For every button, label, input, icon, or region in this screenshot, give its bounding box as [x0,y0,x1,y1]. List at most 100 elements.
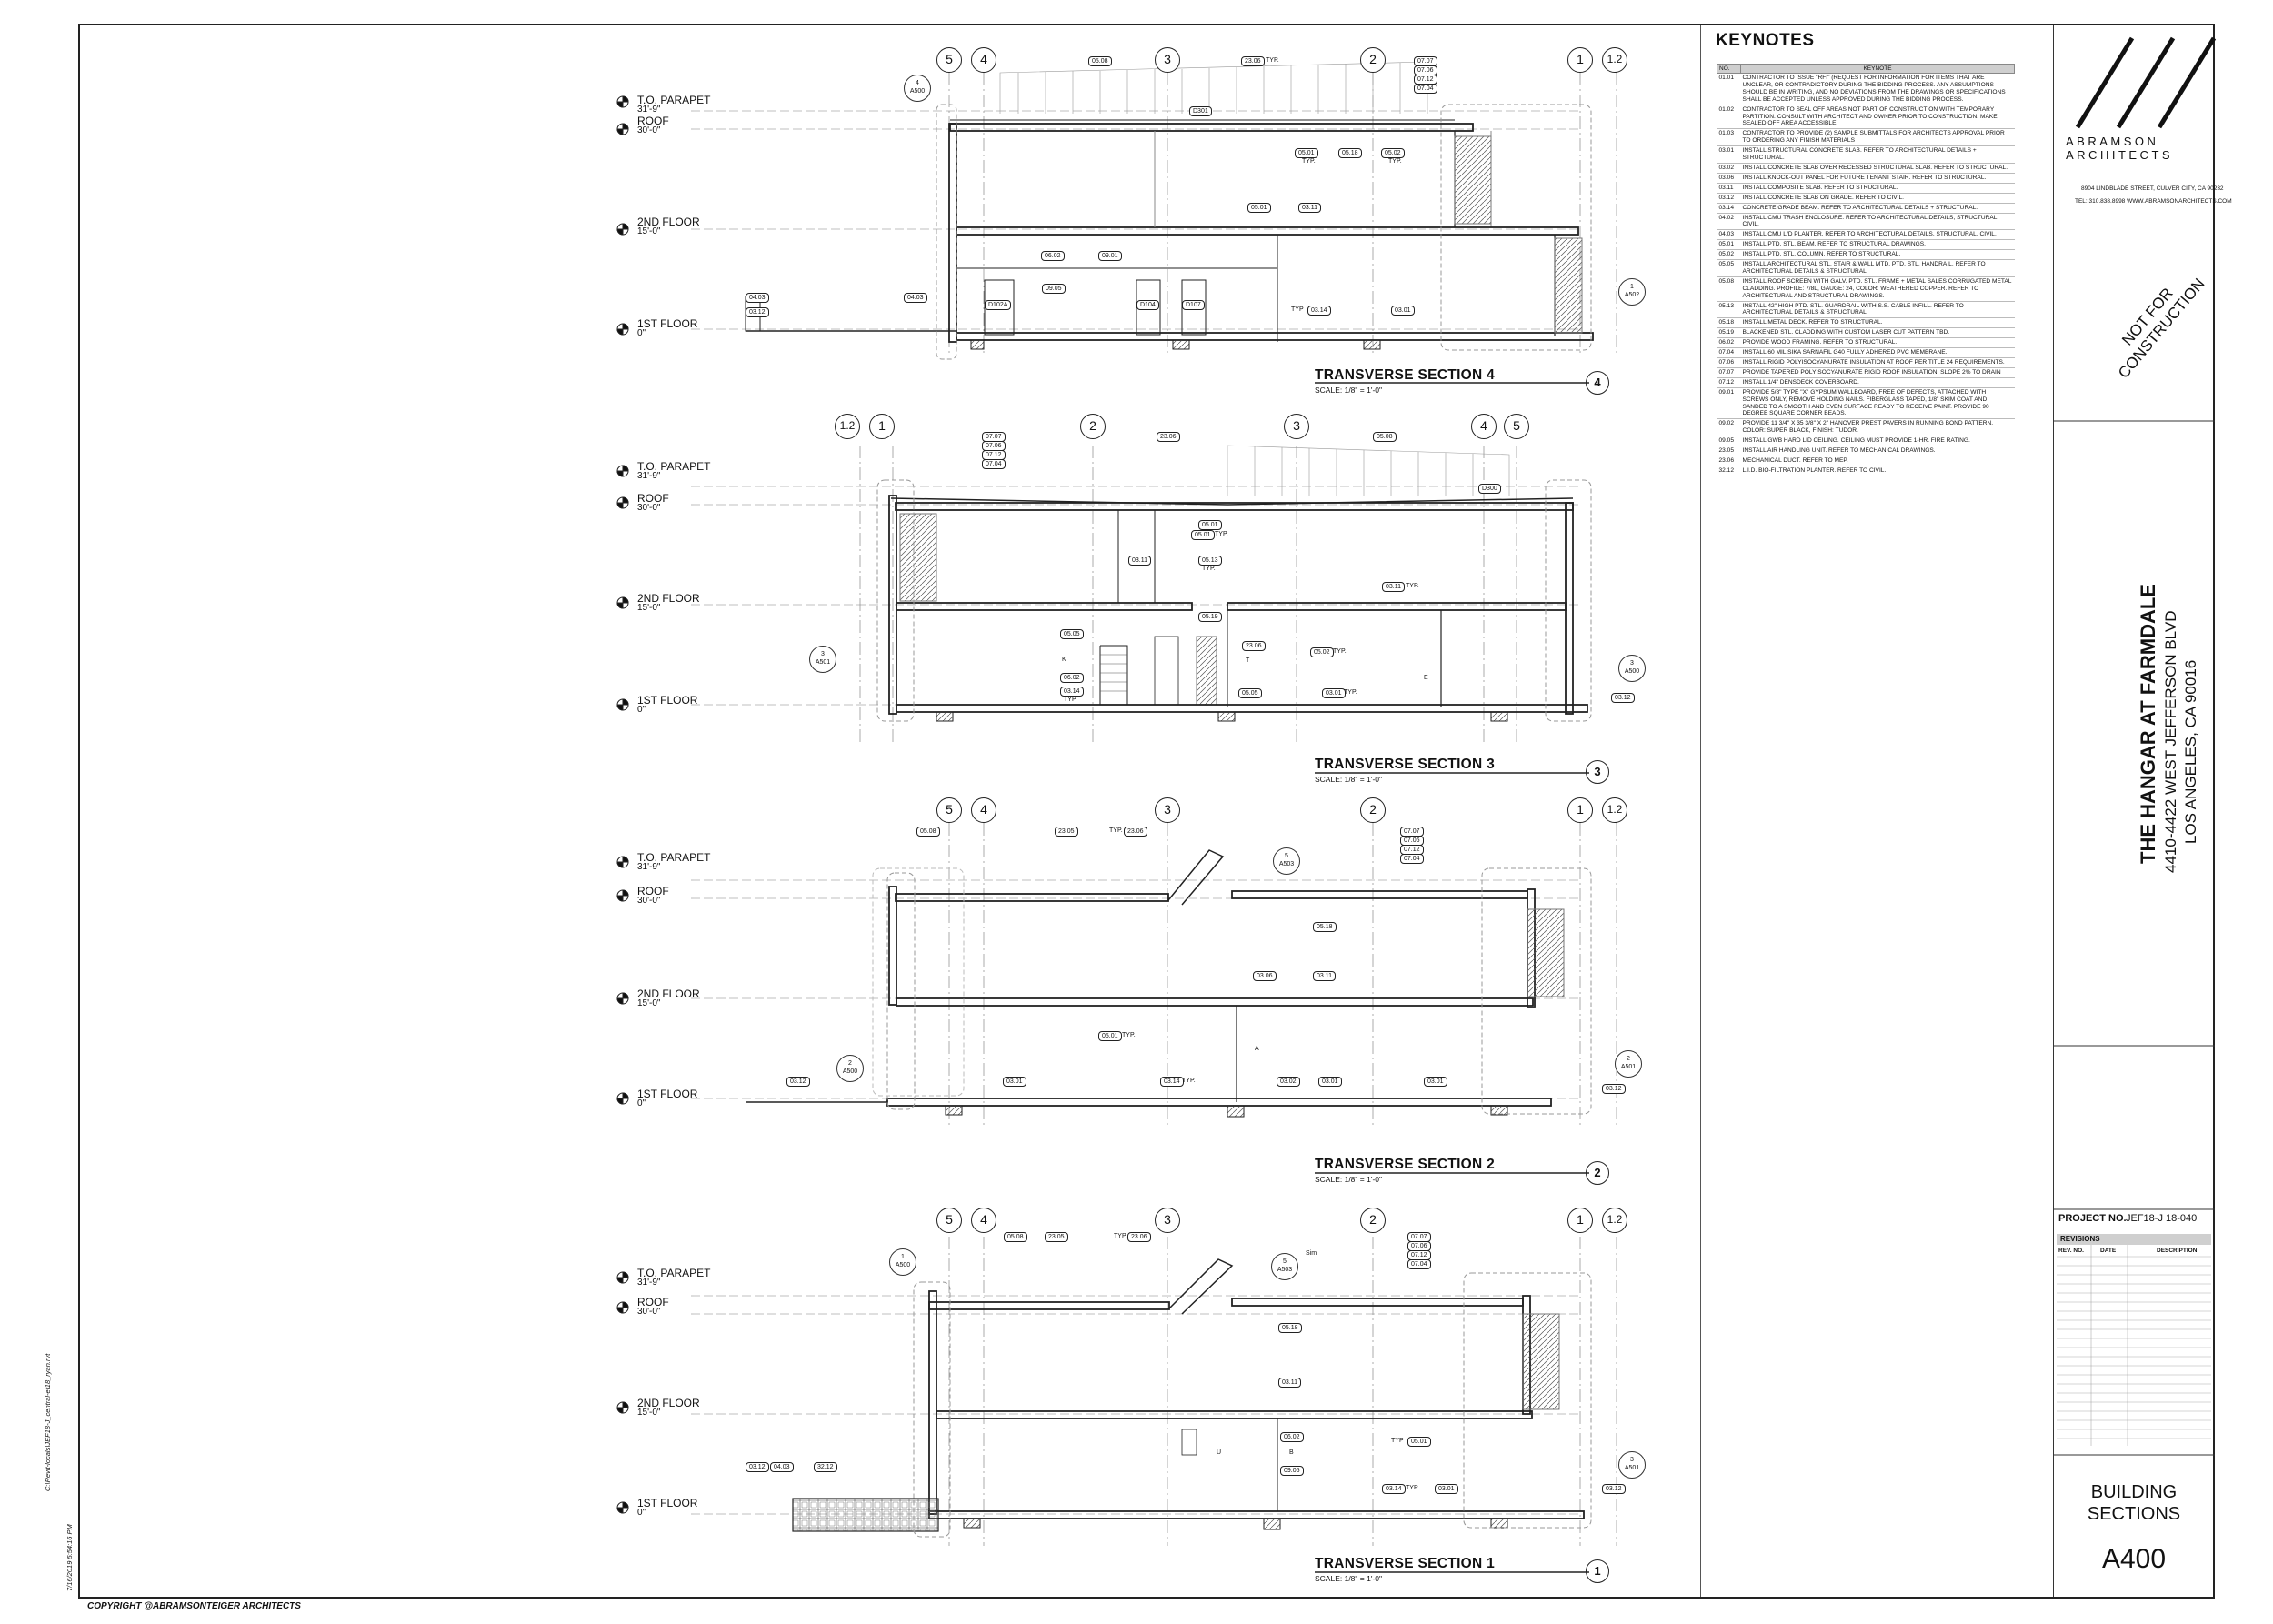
keynote-text: INSTALL RIGID POLYISOCYANURATE INSULATIO… [1740,357,2015,368]
keynote-number: 03.14 [1717,203,1741,214]
keynote-tag: 03.06 [1253,971,1277,981]
section-number: 1 [1586,1559,1609,1583]
section-title: TRANSVERSE SECTION 2 [1315,1157,1496,1172]
keynote-tag: 23.06 [1241,56,1265,66]
detail-ref-text: 2 A501 [1620,1056,1637,1070]
section-scale: SCALE: 1/8" = 1'-0" [1315,1574,1383,1583]
keynote-text: PROVIDE 5/8" TYPE "X" GYPSUM WALLBOARD, … [1740,387,2015,420]
keynote-tag: 03.01 [1424,1077,1447,1087]
project-address-1: 4410-4422 WEST JEFFERSON BLVD [2162,610,2179,873]
keynote-text: INSTALL ARCHITECTURAL STL. STAIR & WALL … [1740,259,2015,277]
keynote-text: INSTALL PTD. STL. BEAM. REFER TO STRUCTU… [1740,239,2015,251]
keynote-tag: 05.08 [916,827,940,837]
keynote-tag: 23.06 [1124,827,1147,837]
section-number: 2 [1586,1161,1609,1185]
project-address-2: LOS ANGELES, CA 90016 [2182,659,2199,844]
door-tag: D300 [1478,484,1501,494]
level-roof-elev: 30'-0" [637,896,661,906]
grid-marker: E [1424,675,1428,681]
level-1st-label: 1ST FLOOR [637,1088,698,1100]
level-2nd-label: 2ND FLOOR [637,1397,700,1409]
keynote-tag: 05.19 [1198,612,1222,622]
door-tag: D301 [1189,106,1212,116]
keynote-number: 07.06 [1717,357,1741,368]
keynote-text: INSTALL 1/4" DENSDECK COVERBOARD. [1740,377,2015,388]
keynote-text: MECHANICAL DUCT. REFER TO MEP. [1740,456,2015,466]
keynote-text: INSTALL 60 MIL SIKA SARNAFIL G40 FULLY A… [1740,347,2015,358]
typ-note: TYP [1291,306,1304,313]
grid-bubble: 3 [1155,47,1180,73]
keynote-text: INSTALL CONCRETE SLAB OVER RECESSED STRU… [1740,163,2015,174]
keynote-tag: 05.01 [1098,1031,1122,1041]
keynote-text: L.I.D. BIO-FILTRATION PLANTER. REFER TO … [1740,466,2015,476]
detail-ref-text: 5 A503 [1277,1258,1293,1273]
keynote-number: 04.02 [1717,213,1741,231]
keynotes-title: KEYNOTES [1716,31,1815,50]
level-2nd-elev: 15'-0" [637,998,661,1008]
level-1st-label: 1ST FLOOR [637,1497,698,1509]
detail-ref: 4 A500 [904,75,931,102]
sim-note: Sim [1306,1250,1317,1257]
keynote-number: 05.01 [1717,239,1741,251]
grid-bubble: 3 [1155,797,1180,823]
project-name: THE HANGAR AT FARMDALE [2137,584,2159,864]
keynote-col-text: KEYNOTE [1740,64,2015,74]
level-1st-elev: 0" [637,328,646,338]
grid-bubble: 5 [936,797,962,823]
file-path: C:\Revit-locals\JEF18-J_central-ef18_rya… [44,1353,52,1491]
typ-note: TYP. [1122,1032,1136,1038]
grid-marker: A [1255,1046,1259,1052]
keynote-tag: 03.12 [1602,1084,1626,1094]
level-roof-elev: 30'-0" [637,503,661,513]
title-block [2053,25,2214,1597]
keynote-number: 03.01 [1717,145,1741,164]
level-1st-label: 1ST FLOOR [637,694,698,707]
detail-ref-text: 3 A500 [1624,660,1640,675]
revision-grid [2057,1244,2211,1446]
section-title-lines [1315,382,1589,1573]
keynote-number: 07.04 [1717,347,1741,358]
grid-bubble: 2 [1360,1208,1386,1233]
keynote-text: INSTALL STRUCTURAL CONCRETE SLAB. REFER … [1740,145,2015,164]
keynote-number: 09.05 [1717,436,1741,447]
grid-bubble: 5 [1504,414,1529,439]
keynote-text: PROVIDE 11 3/4" X 35 3/8" X 2" HANOVER P… [1740,418,2015,437]
keynote-number: 05.13 [1717,301,1741,319]
keynote-tag: 03.14 [1060,687,1084,697]
keynote-number: 05.05 [1717,259,1741,277]
keynote-tag: 03.14 [1160,1077,1184,1087]
grid-bubble: 4 [971,1208,996,1233]
keynote-number: 07.12 [1717,377,1741,388]
keynote-tag: 03.01 [1318,1077,1342,1087]
keynote-number: 32.12 [1717,466,1741,476]
keynote-number: 03.11 [1717,183,1741,194]
keynote-tag: 05.18 [1338,148,1362,158]
keynote-tag: 23.06 [1242,641,1266,651]
grid-bubble: 1 [1567,1208,1593,1233]
keynote-number: 05.08 [1717,276,1741,302]
section-4-drawing [691,61,1617,360]
section-title: TRANSVERSE SECTION 1 [1315,1556,1496,1571]
typ-note: TYP [1391,1438,1404,1444]
grid-bubble: 1 [1567,47,1593,73]
keynote-tag: 03.01 [1391,306,1415,316]
section-scale: SCALE: 1/8" = 1'-0" [1315,1175,1383,1184]
grid-marker: K [1062,657,1066,663]
keynote-tag: 05.18 [1278,1323,1302,1333]
detail-ref: 1 A500 [889,1248,916,1276]
keynote-text: CONTRACTOR TO ISSUE "RFI" (REQUEST FOR I… [1740,73,2015,105]
keynote-tag: 05.01 [1191,530,1215,540]
grid-bubble: 1.2 [1602,1208,1627,1233]
typ-note: TYP. [1114,1233,1127,1239]
level-parapet-label: T.O. PARAPET [637,1267,711,1279]
